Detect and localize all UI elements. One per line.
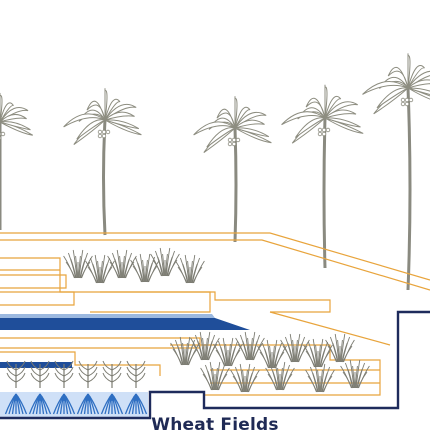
grass-clump-icon bbox=[63, 249, 93, 279]
ground-profile-line bbox=[0, 310, 430, 420]
grass-clump-icon bbox=[340, 359, 370, 389]
sprout-icon bbox=[78, 360, 98, 388]
terrace-diagonal-lower bbox=[269, 311, 391, 346]
palm-tree-icon bbox=[281, 84, 364, 269]
water-channel-upper bbox=[0, 318, 250, 330]
water-channel-lower bbox=[0, 362, 72, 368]
grass-clump-icon bbox=[280, 333, 310, 363]
grass-clumps bbox=[63, 247, 370, 393]
grass-clump-icon bbox=[200, 361, 230, 391]
grass-clump-icon bbox=[175, 254, 205, 284]
terrace-right-box-1 bbox=[170, 344, 381, 396]
palm-tree-icon bbox=[193, 96, 272, 243]
terrace-upper-inner bbox=[0, 239, 430, 291]
grass-clump-icon bbox=[325, 333, 355, 363]
grass-clump-icon bbox=[130, 253, 160, 283]
sprout-icon bbox=[6, 360, 26, 388]
palm-tree-icon bbox=[0, 92, 33, 230]
grass-clump-icon bbox=[85, 254, 115, 284]
grass-clump-icon bbox=[150, 247, 180, 277]
root-system-icon bbox=[4, 393, 28, 415]
root-bed bbox=[0, 392, 148, 418]
water-channels bbox=[0, 314, 250, 368]
root-system-icons bbox=[4, 393, 148, 415]
grass-clump-icon bbox=[190, 331, 220, 361]
diagram-caption: Wheat Fields bbox=[151, 415, 279, 435]
sprout-icon bbox=[126, 360, 146, 388]
grass-clump-icon bbox=[303, 338, 333, 368]
sprout-icon bbox=[54, 360, 74, 388]
grass-clump-icon bbox=[170, 336, 200, 366]
sprout-row bbox=[6, 360, 146, 388]
palm-tree-icon bbox=[362, 53, 430, 291]
root-system-icon bbox=[124, 393, 148, 415]
terrace-step-2 bbox=[0, 274, 67, 289]
root-system-icon bbox=[100, 393, 124, 415]
grass-clump-icon bbox=[213, 337, 243, 367]
terrace-lower-step bbox=[0, 351, 161, 376]
sprout-icon bbox=[30, 360, 50, 388]
root-system-icon bbox=[28, 393, 52, 415]
terrace-upper-edge bbox=[0, 232, 430, 281]
root-system-icon bbox=[76, 393, 100, 415]
sprout-icon bbox=[102, 360, 122, 388]
terrace-long-ledge bbox=[100, 291, 331, 313]
palm-tree-icon bbox=[63, 88, 142, 236]
grass-clump-icon bbox=[230, 363, 260, 393]
water-channel-upper-rim bbox=[0, 314, 215, 318]
root-system-icon bbox=[52, 393, 76, 415]
palm-trees bbox=[0, 53, 430, 291]
terrace-step-3 bbox=[0, 291, 75, 306]
grass-clump-icon bbox=[265, 361, 295, 391]
grass-clump-icon bbox=[235, 331, 265, 361]
terrace-mid-ledge bbox=[0, 337, 201, 349]
grass-clump-icon bbox=[107, 249, 137, 279]
grass-clump-icon bbox=[305, 363, 335, 393]
terrace-step-1 bbox=[0, 257, 61, 271]
